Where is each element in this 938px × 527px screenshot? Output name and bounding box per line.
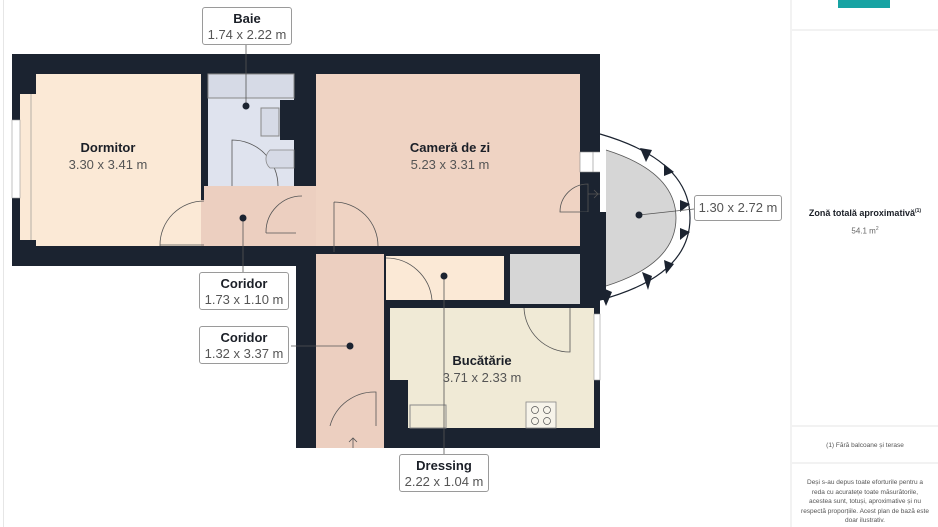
text-dormitor: Dormitor 3.30 x 3.41 m [58, 139, 158, 173]
room-dormitor [36, 74, 201, 246]
room-bay-window [606, 150, 676, 286]
area-unit-exponent: 2 [875, 226, 879, 232]
total-area-title: Zonă totală aproximativă(1) [792, 208, 938, 218]
room-dimensions: 1.73 x 1.10 m [204, 292, 284, 307]
total-area-value: 54.1 m2 [792, 226, 938, 236]
room-dimensions: 2.22 x 1.04 m [404, 474, 484, 489]
room-dimensions: 5.23 x 3.31 m [410, 157, 490, 172]
floor-plan-drawing [11, 44, 695, 456]
room-dimensions: 1.30 x 2.72 m [698, 200, 778, 215]
footnote-text: (1) Fără balcoane și terase [826, 442, 904, 449]
label-bay-window: 1.30 x 2.72 m [694, 195, 782, 221]
room-name: Cameră de zi [409, 140, 491, 155]
room-dimensions: 3.71 x 2.33 m [442, 370, 522, 385]
room-name: Baie [233, 11, 261, 26]
room-name: Dormitor [80, 140, 136, 155]
disclaimer-text: Deși s-au depus toate eforturile pentru … [801, 479, 929, 524]
brand-logo [838, 0, 890, 8]
total-area-panel: Zonă totală aproximativă(1) 54.1 m2 [792, 31, 938, 425]
disclaimer-panel: Deși s-au depus toate eforturile pentru … [792, 464, 938, 527]
room-name: Coridor [220, 276, 268, 291]
footnote-marker: (1) [914, 208, 922, 214]
label-dressing: Dressing 2.22 x 1.04 m [399, 454, 489, 492]
utility-area [510, 254, 580, 304]
room-dimensions: 3.30 x 3.41 m [68, 157, 148, 172]
room-name: Dressing [416, 458, 472, 473]
room-name: Coridor [220, 330, 268, 345]
room-dimensions: 1.32 x 3.37 m [204, 346, 284, 361]
text-camera-de-zi: Cameră de zi 5.23 x 3.31 m [390, 139, 510, 173]
label-coridor-1: Coridor 1.73 x 1.10 m [199, 272, 289, 310]
label-coridor-2: Coridor 1.32 x 3.37 m [199, 326, 289, 364]
room-name: Bucătărie [452, 353, 512, 368]
total-area-number: 54.1 m [851, 226, 876, 236]
label-baie: Baie 1.74 x 2.22 m [202, 7, 292, 45]
footnote-panel: (1) Fără balcoane și terase [792, 427, 938, 462]
floor-plan-area: Baie 1.74 x 2.22 m Coridor 1.73 x 1.10 m… [0, 0, 790, 527]
room-coridor-2 [316, 254, 384, 448]
room-camera-de-zi [316, 74, 580, 246]
text-bucatarie: Bucătărie 3.71 x 2.33 m [432, 352, 532, 386]
divider [3, 0, 4, 527]
logo-panel [792, 0, 938, 29]
room-coridor-1 [204, 186, 316, 246]
total-area-label: Zonă totală aproximativă [808, 208, 915, 218]
info-sidebar: Zonă totală aproximativă(1) 54.1 m2 (1) … [790, 0, 938, 527]
room-dimensions: 1.74 x 2.22 m [207, 27, 287, 42]
